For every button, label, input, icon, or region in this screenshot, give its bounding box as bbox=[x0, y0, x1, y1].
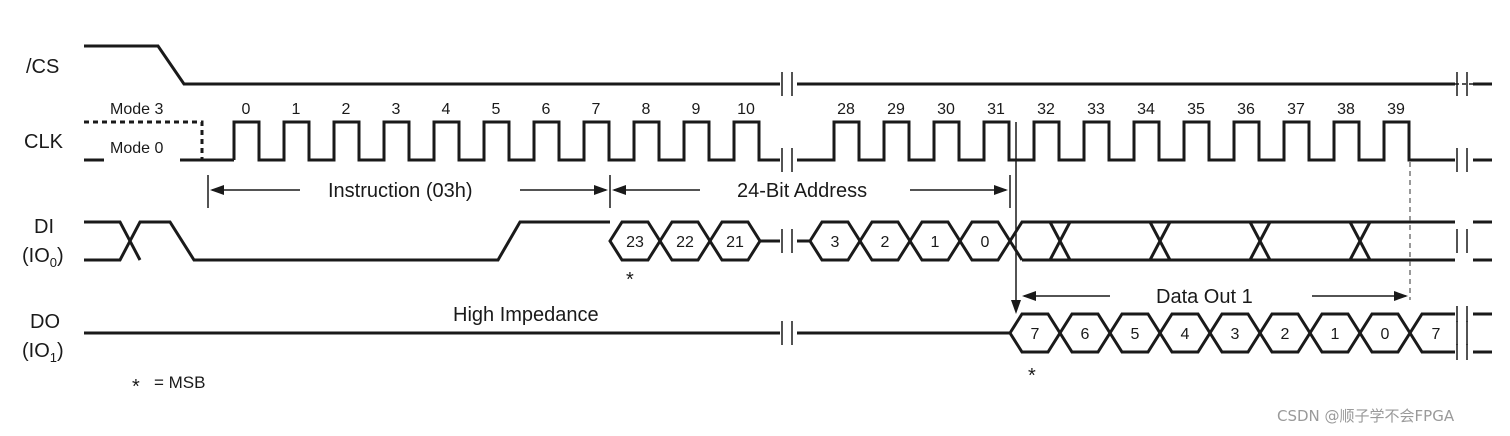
do-bit: 7 bbox=[1432, 326, 1441, 343]
address-arrowhead-left bbox=[612, 185, 626, 195]
msb-star-di: * bbox=[626, 269, 634, 291]
do-bit-partial-shape bbox=[1408, 312, 1455, 354]
instruction-arrowhead-left bbox=[210, 185, 224, 195]
di-dontcare-cross bbox=[1148, 221, 1172, 261]
clock-number: 37 bbox=[1287, 101, 1305, 118]
di-dontcare-cross bbox=[1348, 221, 1372, 261]
do-bit: 7 bbox=[1031, 326, 1040, 343]
do-bit: 4 bbox=[1181, 326, 1190, 343]
do-bit-cells: 7 6 5 4 3 2 1 0 7 bbox=[1008, 312, 1455, 354]
clock-number: 31 bbox=[987, 101, 1005, 118]
clk-mode3-idle bbox=[84, 120, 204, 160]
di-dontcare-crosses bbox=[1048, 221, 1372, 261]
dataout-arrowhead-left bbox=[1022, 291, 1036, 301]
instruction-label: Instruction (03h) bbox=[328, 180, 473, 202]
clk-pulse-train bbox=[232, 120, 780, 162]
break-mark bbox=[1456, 148, 1468, 172]
clock-number: 36 bbox=[1237, 101, 1255, 118]
watermark: CSDN @顺子学不会FPGA bbox=[1277, 407, 1455, 425]
signal-label-do-io: (IO1) bbox=[22, 340, 64, 365]
signal-label-di-io: (IO0) bbox=[22, 245, 64, 270]
break-mark bbox=[781, 321, 793, 345]
clock-number: 39 bbox=[1387, 101, 1405, 118]
clock-number: 38 bbox=[1337, 101, 1355, 118]
clock-number: 33 bbox=[1087, 101, 1105, 118]
break-mark bbox=[781, 229, 793, 253]
break-mark bbox=[1456, 321, 1468, 345]
clock-number: 6 bbox=[542, 101, 551, 118]
mode0-label: Mode 0 bbox=[110, 140, 163, 157]
do-bit: 5 bbox=[1131, 326, 1140, 343]
clock-number: 0 bbox=[242, 101, 251, 118]
clk-waveform bbox=[232, 120, 1492, 162]
do-end bbox=[1473, 312, 1492, 354]
di-bit: 2 bbox=[881, 234, 890, 251]
di-dontcare-cross bbox=[1048, 221, 1072, 261]
dataout-arrowhead-right bbox=[1394, 291, 1408, 301]
di-bit: 1 bbox=[931, 234, 940, 251]
di-dontcare-cross bbox=[1248, 221, 1272, 261]
signal-label-do: DO bbox=[30, 311, 60, 333]
do-bit: 2 bbox=[1281, 326, 1290, 343]
di-end bbox=[1473, 220, 1492, 262]
clock-number: 28 bbox=[837, 101, 855, 118]
mode3-label: Mode 3 bbox=[110, 101, 163, 118]
clock-number: 3 bbox=[392, 101, 401, 118]
clock-number: 1 bbox=[292, 101, 301, 118]
address-arrowhead-right bbox=[994, 185, 1008, 195]
di-bit: 22 bbox=[676, 234, 694, 251]
instruction-arrowhead-right bbox=[594, 185, 608, 195]
clock-number: 8 bbox=[642, 101, 651, 118]
clock-number: 32 bbox=[1037, 101, 1055, 118]
do-bit: 6 bbox=[1081, 326, 1090, 343]
signal-label-cs: /CS bbox=[26, 56, 59, 78]
clock-number: 7 bbox=[592, 101, 601, 118]
clock-number: 4 bbox=[442, 101, 451, 118]
cs-waveform bbox=[84, 44, 780, 86]
break-mark bbox=[781, 148, 793, 172]
clock-number: 29 bbox=[887, 101, 905, 118]
di-bit: 3 bbox=[831, 234, 840, 251]
clock-number: 5 bbox=[492, 101, 501, 118]
clock-number: 30 bbox=[937, 101, 955, 118]
clock-number: 10 bbox=[737, 101, 755, 118]
break-marks bbox=[781, 72, 1468, 360]
address-label: 24-Bit Address bbox=[737, 180, 867, 202]
msb-star-do: * bbox=[1028, 365, 1036, 387]
di-bit: 21 bbox=[726, 234, 744, 251]
break-mark bbox=[1456, 229, 1468, 253]
di-dontcare-rails bbox=[1008, 220, 1455, 262]
clock-number: 9 bbox=[692, 101, 701, 118]
break-mark bbox=[1456, 72, 1468, 96]
signal-label-clk: CLK bbox=[24, 131, 64, 153]
break-mark bbox=[781, 72, 793, 96]
legend-msb-text: = MSB bbox=[154, 373, 206, 392]
signal-label-di: DI bbox=[34, 216, 54, 238]
legend-star: * bbox=[132, 376, 140, 398]
clk31-guide-arrowhead bbox=[1011, 300, 1021, 314]
do-bit: 3 bbox=[1231, 326, 1240, 343]
clock-number: 2 bbox=[342, 101, 351, 118]
do-bit: 1 bbox=[1331, 326, 1340, 343]
clock-number: 35 bbox=[1187, 101, 1205, 118]
clk-pulse-train bbox=[797, 120, 1455, 162]
di-bit: 0 bbox=[981, 234, 990, 251]
do-bit: 0 bbox=[1381, 326, 1390, 343]
clock-number: 34 bbox=[1137, 101, 1155, 118]
di-bit: 23 bbox=[626, 234, 644, 251]
di-waveform-pre bbox=[84, 220, 610, 262]
dataout-label: Data Out 1 bbox=[1156, 286, 1253, 308]
high-impedance-label: High Impedance bbox=[453, 304, 599, 326]
